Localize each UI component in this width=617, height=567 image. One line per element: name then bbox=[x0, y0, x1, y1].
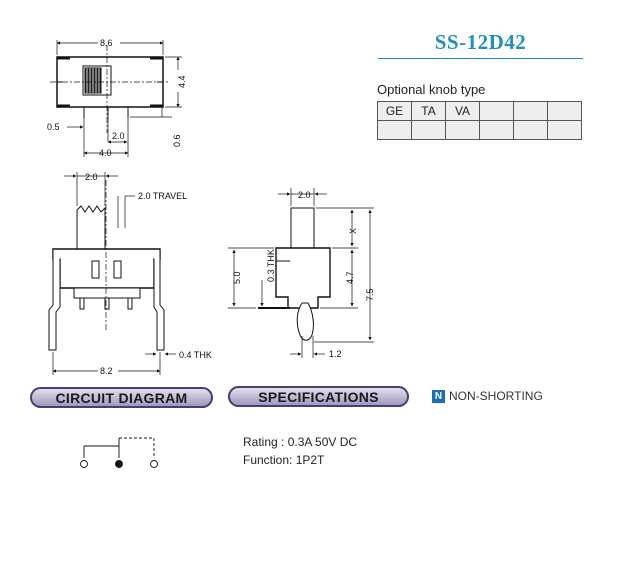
terminal-open-left bbox=[80, 460, 88, 468]
front-view bbox=[48, 172, 176, 375]
knob-cell-empty bbox=[377, 120, 412, 140]
non-shorting-label: NON-SHORTING bbox=[449, 389, 543, 403]
knob-cell bbox=[513, 101, 548, 121]
knob-cell: VA bbox=[445, 101, 480, 121]
dim-top-height: 4.4 bbox=[177, 75, 187, 88]
dim-side-total: 7.5 bbox=[365, 288, 375, 301]
knob-type-label: Optional knob type bbox=[377, 82, 486, 97]
dim-side-body: 4.7 bbox=[345, 271, 355, 284]
dim-side-lead: 1.2 bbox=[329, 349, 342, 359]
spec-rating: Rating : 0.3A 50V DC bbox=[243, 435, 358, 449]
dim-lead-thk: 0.4 THK bbox=[179, 350, 212, 360]
dim-knob-width: 2.0 bbox=[85, 172, 98, 182]
dim-pin-span: 4.0 bbox=[99, 148, 112, 158]
dim-side-thk: 0.3 THK bbox=[266, 249, 276, 282]
dim-top-width: 8.6 bbox=[100, 38, 113, 48]
knob-cell bbox=[547, 101, 582, 121]
spec-function: Function: 1P2T bbox=[243, 453, 325, 467]
dim-side-knob: 2.0 bbox=[298, 190, 311, 200]
knob-type-table: GE TA VA bbox=[377, 101, 582, 140]
dim-side-height: 5.0 bbox=[232, 271, 242, 284]
knob-cell: GE bbox=[377, 101, 412, 121]
knob-cell bbox=[479, 101, 514, 121]
circuit-schematic bbox=[80, 437, 158, 468]
knob-cell-empty bbox=[445, 120, 480, 140]
dim-pin-thickness: 0.6 bbox=[172, 134, 182, 147]
circuit-diagram-heading: CIRCUIT DIAGRAM bbox=[30, 387, 213, 408]
specifications-heading: SPECIFICATIONS bbox=[228, 386, 409, 407]
table-row bbox=[377, 120, 582, 140]
non-shorting-icon: N bbox=[432, 390, 445, 403]
dim-travel: 2.0 TRAVEL bbox=[138, 191, 187, 201]
title-underline bbox=[378, 58, 583, 59]
circuit-diagram-label: CIRCUIT DIAGRAM bbox=[55, 390, 188, 406]
terminal-open-right bbox=[150, 460, 158, 468]
specifications-label: SPECIFICATIONS bbox=[258, 389, 379, 405]
knob-cell-empty bbox=[411, 120, 446, 140]
terminal-common bbox=[115, 460, 123, 468]
knob-cell-empty bbox=[547, 120, 582, 140]
dim-side-x: X bbox=[348, 228, 358, 234]
top-view bbox=[50, 40, 182, 157]
knob-cell-empty bbox=[513, 120, 548, 140]
knob-cell-empty bbox=[479, 120, 514, 140]
dim-body-width: 8.2 bbox=[100, 366, 113, 376]
knob-cell: TA bbox=[411, 101, 446, 121]
dim-pin-pitch: 2.0 bbox=[112, 131, 125, 141]
dim-pin-offset: 0.5 bbox=[47, 122, 60, 132]
table-row: GE TA VA bbox=[377, 101, 582, 121]
model-title: SS-12D42 bbox=[434, 30, 527, 54]
side-view bbox=[228, 188, 374, 358]
